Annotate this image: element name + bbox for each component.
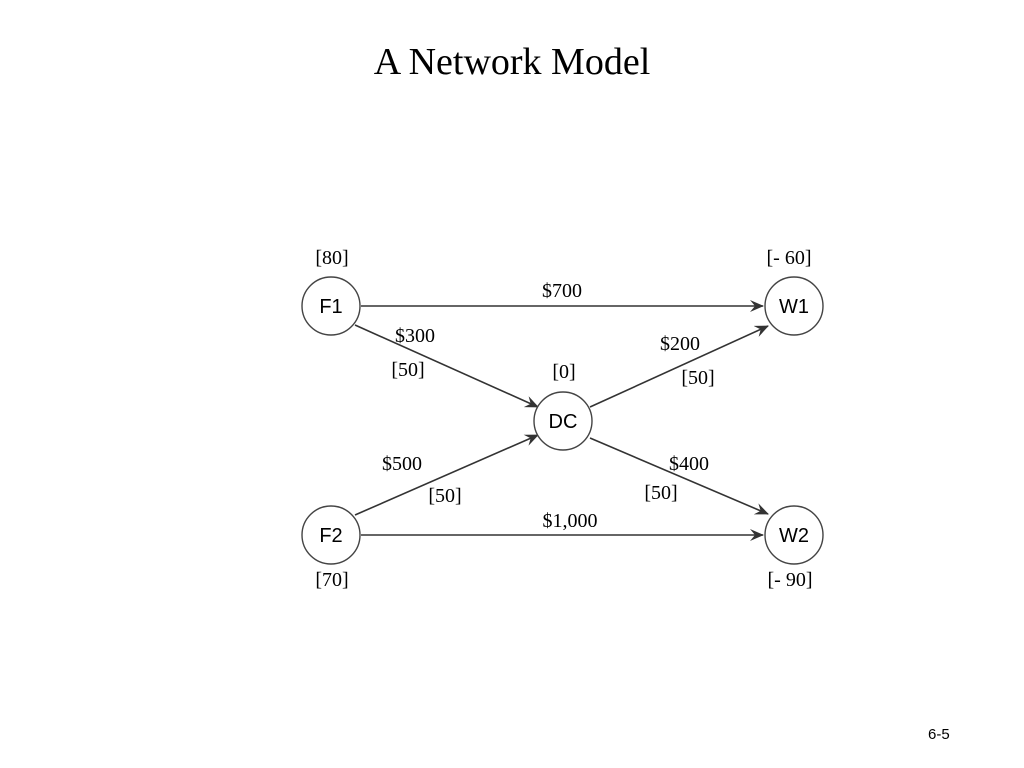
node-label: F2 — [319, 525, 342, 547]
node-label: F1 — [319, 296, 342, 318]
edge-dc-w1 — [589, 325, 769, 408]
node-dc: DC — [533, 391, 593, 451]
node-circle — [301, 505, 361, 565]
cost-label-dc-w2: $400 — [669, 453, 709, 475]
page-number: 6-5 — [928, 726, 950, 743]
node-label: DC — [549, 411, 578, 433]
edge-f2-dc — [354, 434, 539, 516]
slide-title: A Network Model — [373, 41, 651, 83]
capacity-label-f2-dc: [50] — [428, 485, 461, 507]
cost-label-f2-w2: $1,000 — [543, 510, 598, 532]
node-label: W2 — [779, 525, 809, 547]
cost-label-f1-dc: $300 — [395, 325, 435, 347]
node-w1: W1 — [764, 276, 824, 336]
capacity-label-f1-dc: [50] — [391, 359, 424, 381]
cost-label-f2-dc: $500 — [382, 453, 422, 475]
node-w2: W2 — [764, 505, 824, 565]
demand-label-w1: [- 60] — [767, 247, 812, 269]
node-f1: F1 — [301, 276, 361, 336]
node-f2: F2 — [301, 505, 361, 565]
edge-dc-w2 — [589, 437, 769, 515]
capacity-label-dc-w2: [50] — [644, 482, 677, 504]
edges — [354, 300, 769, 541]
node-label: W1 — [779, 296, 809, 318]
node-circle — [764, 276, 824, 336]
node-circle — [764, 505, 824, 565]
supply-label-f1: [80] — [315, 247, 348, 269]
capacity-label-dc-w1: [50] — [681, 367, 714, 389]
cost-label-dc-w1: $200 — [660, 333, 700, 355]
supply-label-f2: [70] — [315, 569, 348, 591]
edge-f1-dc — [354, 324, 539, 408]
node-circle — [301, 276, 361, 336]
demand-label-w2: [- 90] — [768, 569, 813, 591]
cost-label-f1-w1: $700 — [542, 280, 582, 302]
supply-label-dc: [0] — [552, 361, 575, 383]
node-circle — [533, 391, 593, 451]
